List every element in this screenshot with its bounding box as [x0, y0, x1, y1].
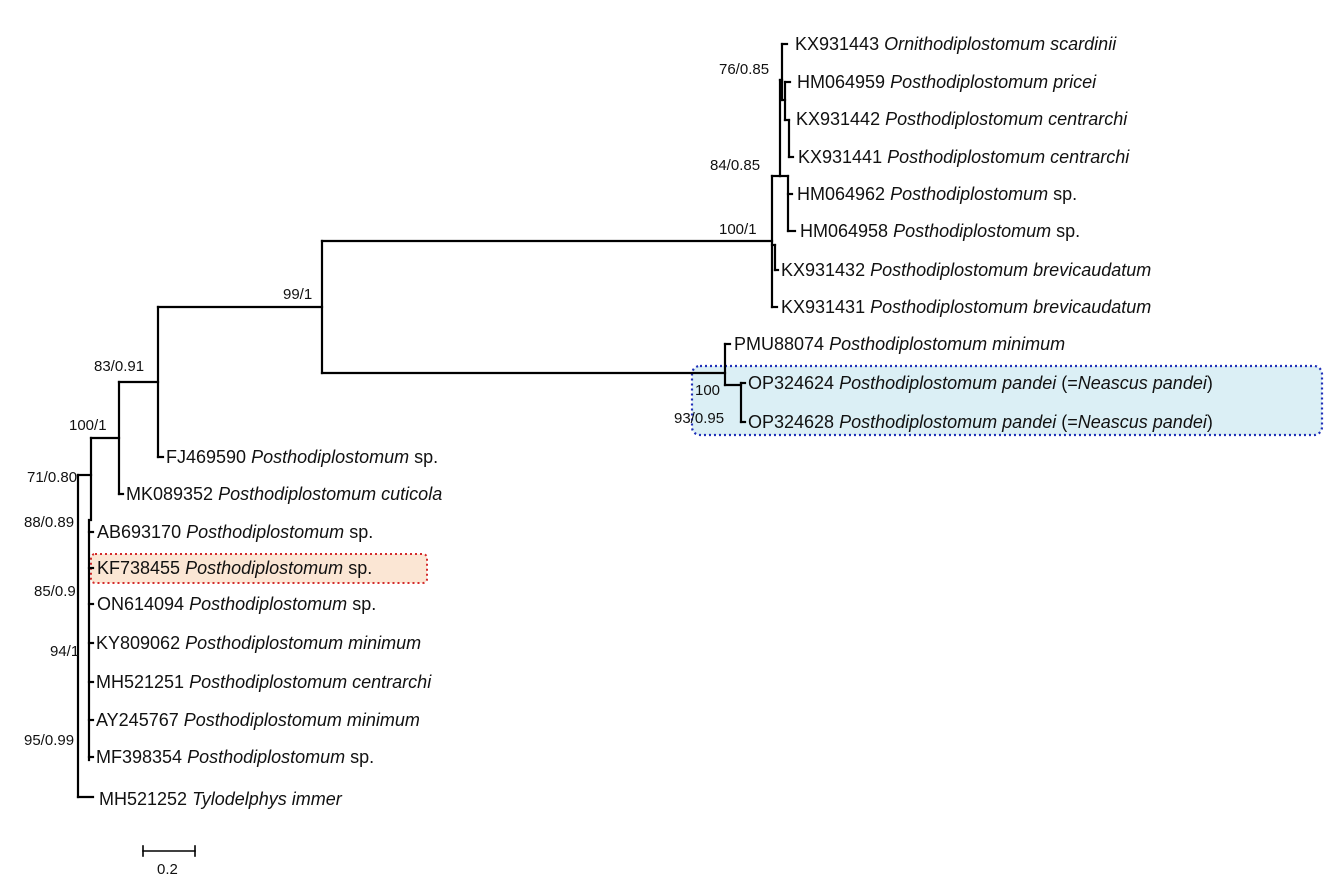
tip-label: KX931432 Posthodiplostomum brevicaudatum: [781, 260, 1151, 280]
tree-branches: [76, 42, 797, 799]
support-value: 93/0.95: [674, 410, 724, 427]
support-value: 85/0.9: [34, 583, 76, 600]
tip-label: HM064958 Posthodiplostomum sp.: [800, 221, 1080, 241]
support-value: 76/0.85: [719, 61, 769, 78]
tip-label: MF398354 Posthodiplostomum sp.: [96, 747, 374, 767]
tip-labels: KX931443 Ornithodiplostomum scardinii HM…: [96, 34, 1213, 809]
tip-label: KX931431 Posthodiplostomum brevicaudatum: [781, 297, 1151, 317]
tip-label: OP324628 Posthodiplostomum pandei (=Neas…: [748, 412, 1213, 432]
support-value: 100/1: [719, 221, 757, 238]
support-value: 83/0.91: [94, 358, 144, 375]
tip-label: KY809062 Posthodiplostomum minimum: [96, 633, 421, 653]
scale-bar: 0.2: [142, 845, 196, 878]
highlight-box-pandei: [690, 364, 1324, 437]
support-value: 71/0.80: [27, 469, 77, 486]
support-value: 99/1: [283, 286, 312, 303]
support-value: 100/1: [69, 417, 107, 434]
support-value: 94/1: [50, 643, 79, 660]
tip-label: MH521252 Tylodelphys immer: [99, 789, 343, 809]
tip-label: AB693170 Posthodiplostomum sp.: [97, 522, 373, 542]
support-value: 84/0.85: [710, 157, 760, 174]
support-values: 76/0.85 84/0.85 100/1 99/1 83/0.91 100/1…: [24, 61, 769, 749]
support-value: 100: [695, 382, 720, 399]
scale-bar-label: 0.2: [157, 861, 178, 878]
tip-label: HM064962 Posthodiplostomum sp.: [797, 184, 1077, 204]
tip-label: FJ469590 Posthodiplostomum sp.: [166, 447, 438, 467]
tip-label: KF738455 Posthodiplostomum sp.: [97, 558, 372, 578]
tip-label: MH521251 Posthodiplostomum centrarchi: [96, 672, 432, 692]
tip-label: OP324624 Posthodiplostomum pandei (=Neas…: [748, 373, 1213, 393]
support-value: 95/0.99: [24, 732, 74, 749]
tip-label: HM064959 Posthodiplostomum pricei: [797, 72, 1097, 92]
tip-label: KX931442 Posthodiplostomum centrarchi: [796, 109, 1128, 129]
tip-label: KX931441 Posthodiplostomum centrarchi: [798, 147, 1130, 167]
support-value: 88/0.89: [24, 514, 74, 531]
tip-label: ON614094 Posthodiplostomum sp.: [97, 594, 376, 614]
tip-label: PMU88074 Posthodiplostomum minimum: [734, 334, 1065, 354]
tip-label: AY245767 Posthodiplostomum minimum: [96, 710, 420, 730]
tip-label: MK089352 Posthodiplostomum cuticola: [126, 484, 442, 504]
tip-label: KX931443 Ornithodiplostomum scardinii: [795, 34, 1117, 54]
